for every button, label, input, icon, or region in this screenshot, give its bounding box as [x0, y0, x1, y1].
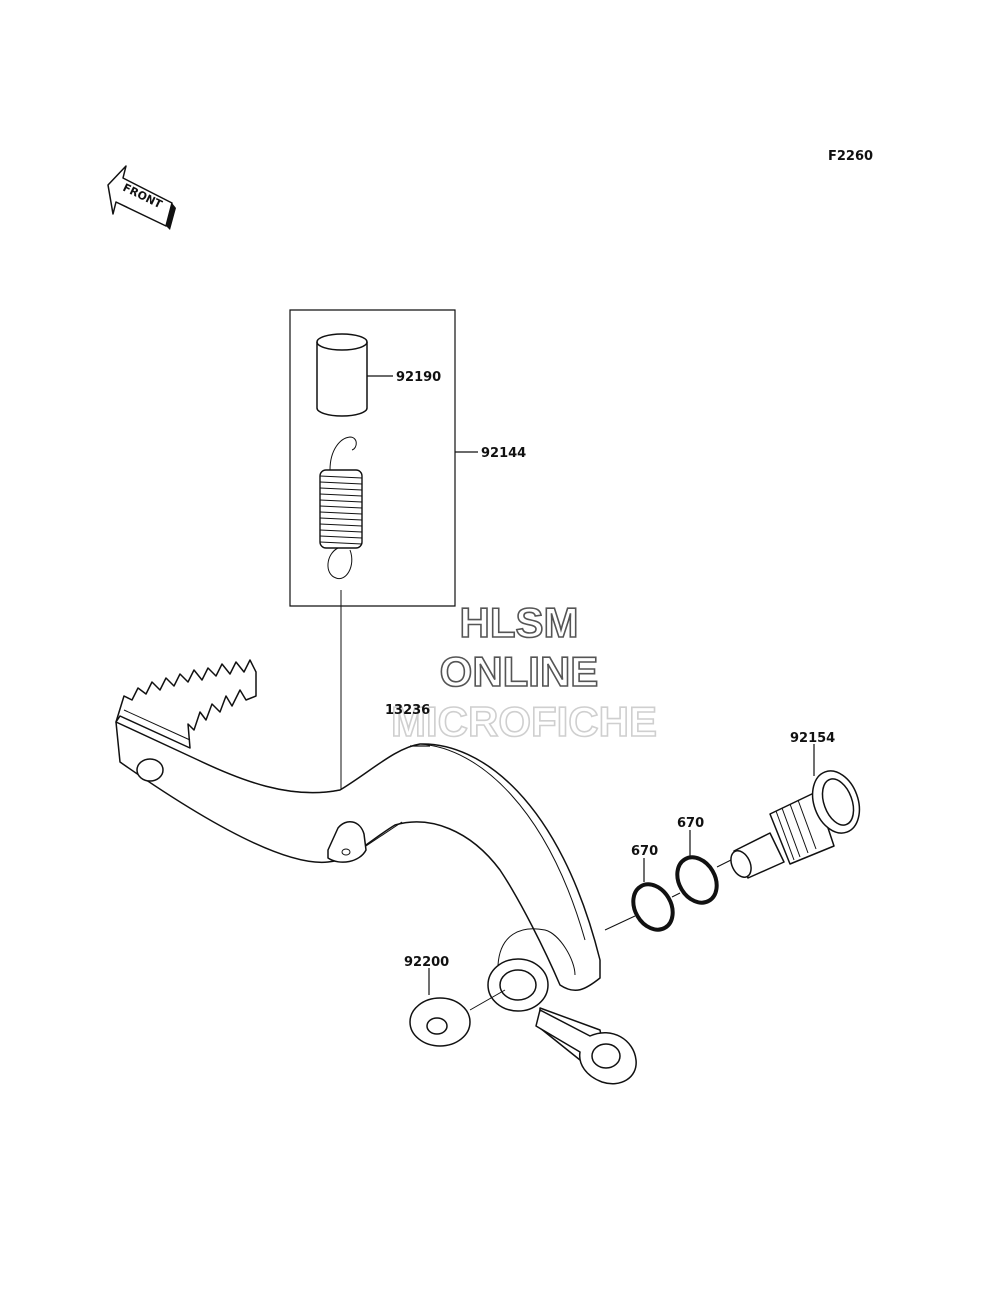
- watermark: HLSM ONLINE MICROFICHE: [390, 598, 658, 746]
- part-670-b-label[interactable]: 670: [677, 816, 704, 831]
- part-92154-pivot-bolt[interactable]: [727, 764, 868, 880]
- part-670-o-ring-a[interactable]: [625, 877, 680, 937]
- part-92200-label[interactable]: 92200: [404, 955, 449, 970]
- front-arrow-icon: FRONT: [107, 165, 176, 230]
- part-92190-collar[interactable]: [316, 333, 368, 417]
- part-13236-brake-pedal[interactable]: [115, 659, 637, 1085]
- svg-text:HLSM: HLSM: [460, 599, 579, 646]
- part-spring: [319, 436, 363, 580]
- part-92144-label[interactable]: 92144: [481, 446, 526, 461]
- part-670-a-label[interactable]: 670: [631, 844, 658, 859]
- diagram-code: F2260: [828, 149, 873, 164]
- svg-text:MICROFICHE: MICROFICHE: [391, 698, 657, 745]
- part-92190-label[interactable]: 92190: [396, 370, 441, 385]
- part-92154-label[interactable]: 92154: [790, 731, 835, 746]
- svg-text:ONLINE: ONLINE: [440, 648, 599, 695]
- part-92200-washer[interactable]: [409, 997, 471, 1047]
- kit-92144-box: [289, 309, 478, 607]
- part-670-o-ring-b[interactable]: [669, 850, 724, 910]
- part-13236-label[interactable]: 13236: [385, 703, 430, 718]
